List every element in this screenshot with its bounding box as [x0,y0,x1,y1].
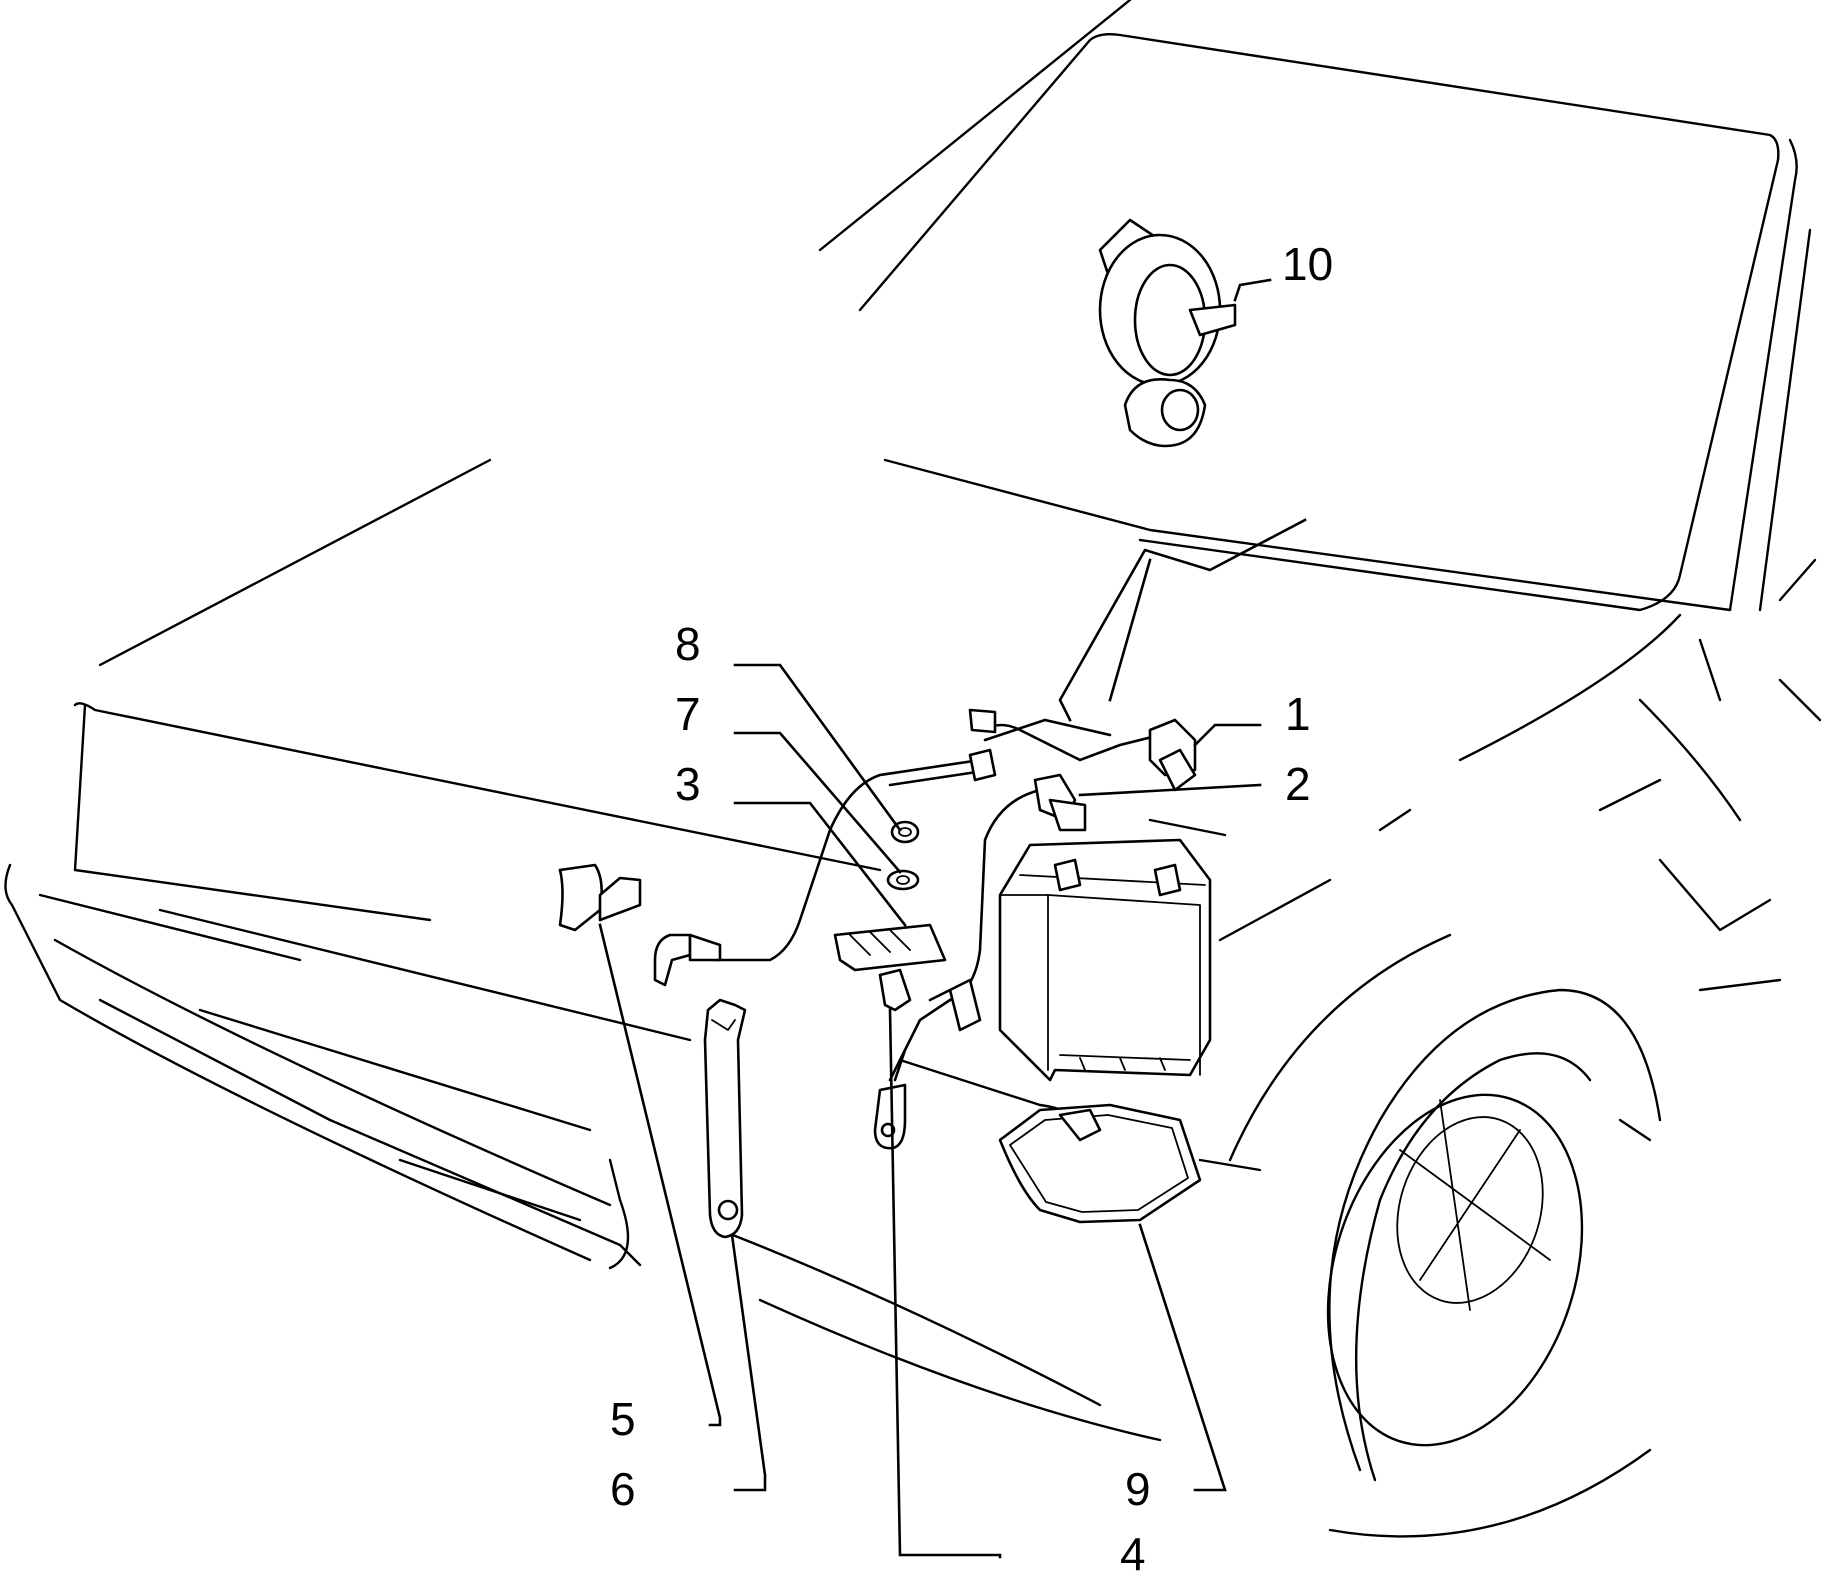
battery-cables [653,708,1197,1150]
callout-labels: 1 2 3 4 5 6 7 8 9 10 [610,238,1333,1572]
callout-7: 7 [675,688,701,740]
callout-4: 4 [1120,1528,1146,1572]
car-body-outline [4,0,1821,1538]
callout-9: 9 [1125,1463,1151,1515]
part-5-cap [558,863,642,932]
part-4-terminal [878,968,912,1012]
part-3-cover [833,923,947,972]
callout-3: 3 [675,758,701,810]
part-6-wrench [703,998,747,1239]
callout-2: 2 [1285,758,1311,810]
part-9-battery-tray [998,1103,1202,1224]
callout-8: 8 [675,618,701,670]
battery [998,838,1212,1082]
part-10-clamp [1098,218,1237,448]
callout-1: 1 [1285,688,1311,740]
leader-lines [598,278,1307,1559]
callout-10: 10 [1282,238,1333,290]
callout-5: 5 [610,1393,636,1445]
parts-7-8-nut-washer [886,820,920,891]
callout-6: 6 [610,1463,636,1515]
